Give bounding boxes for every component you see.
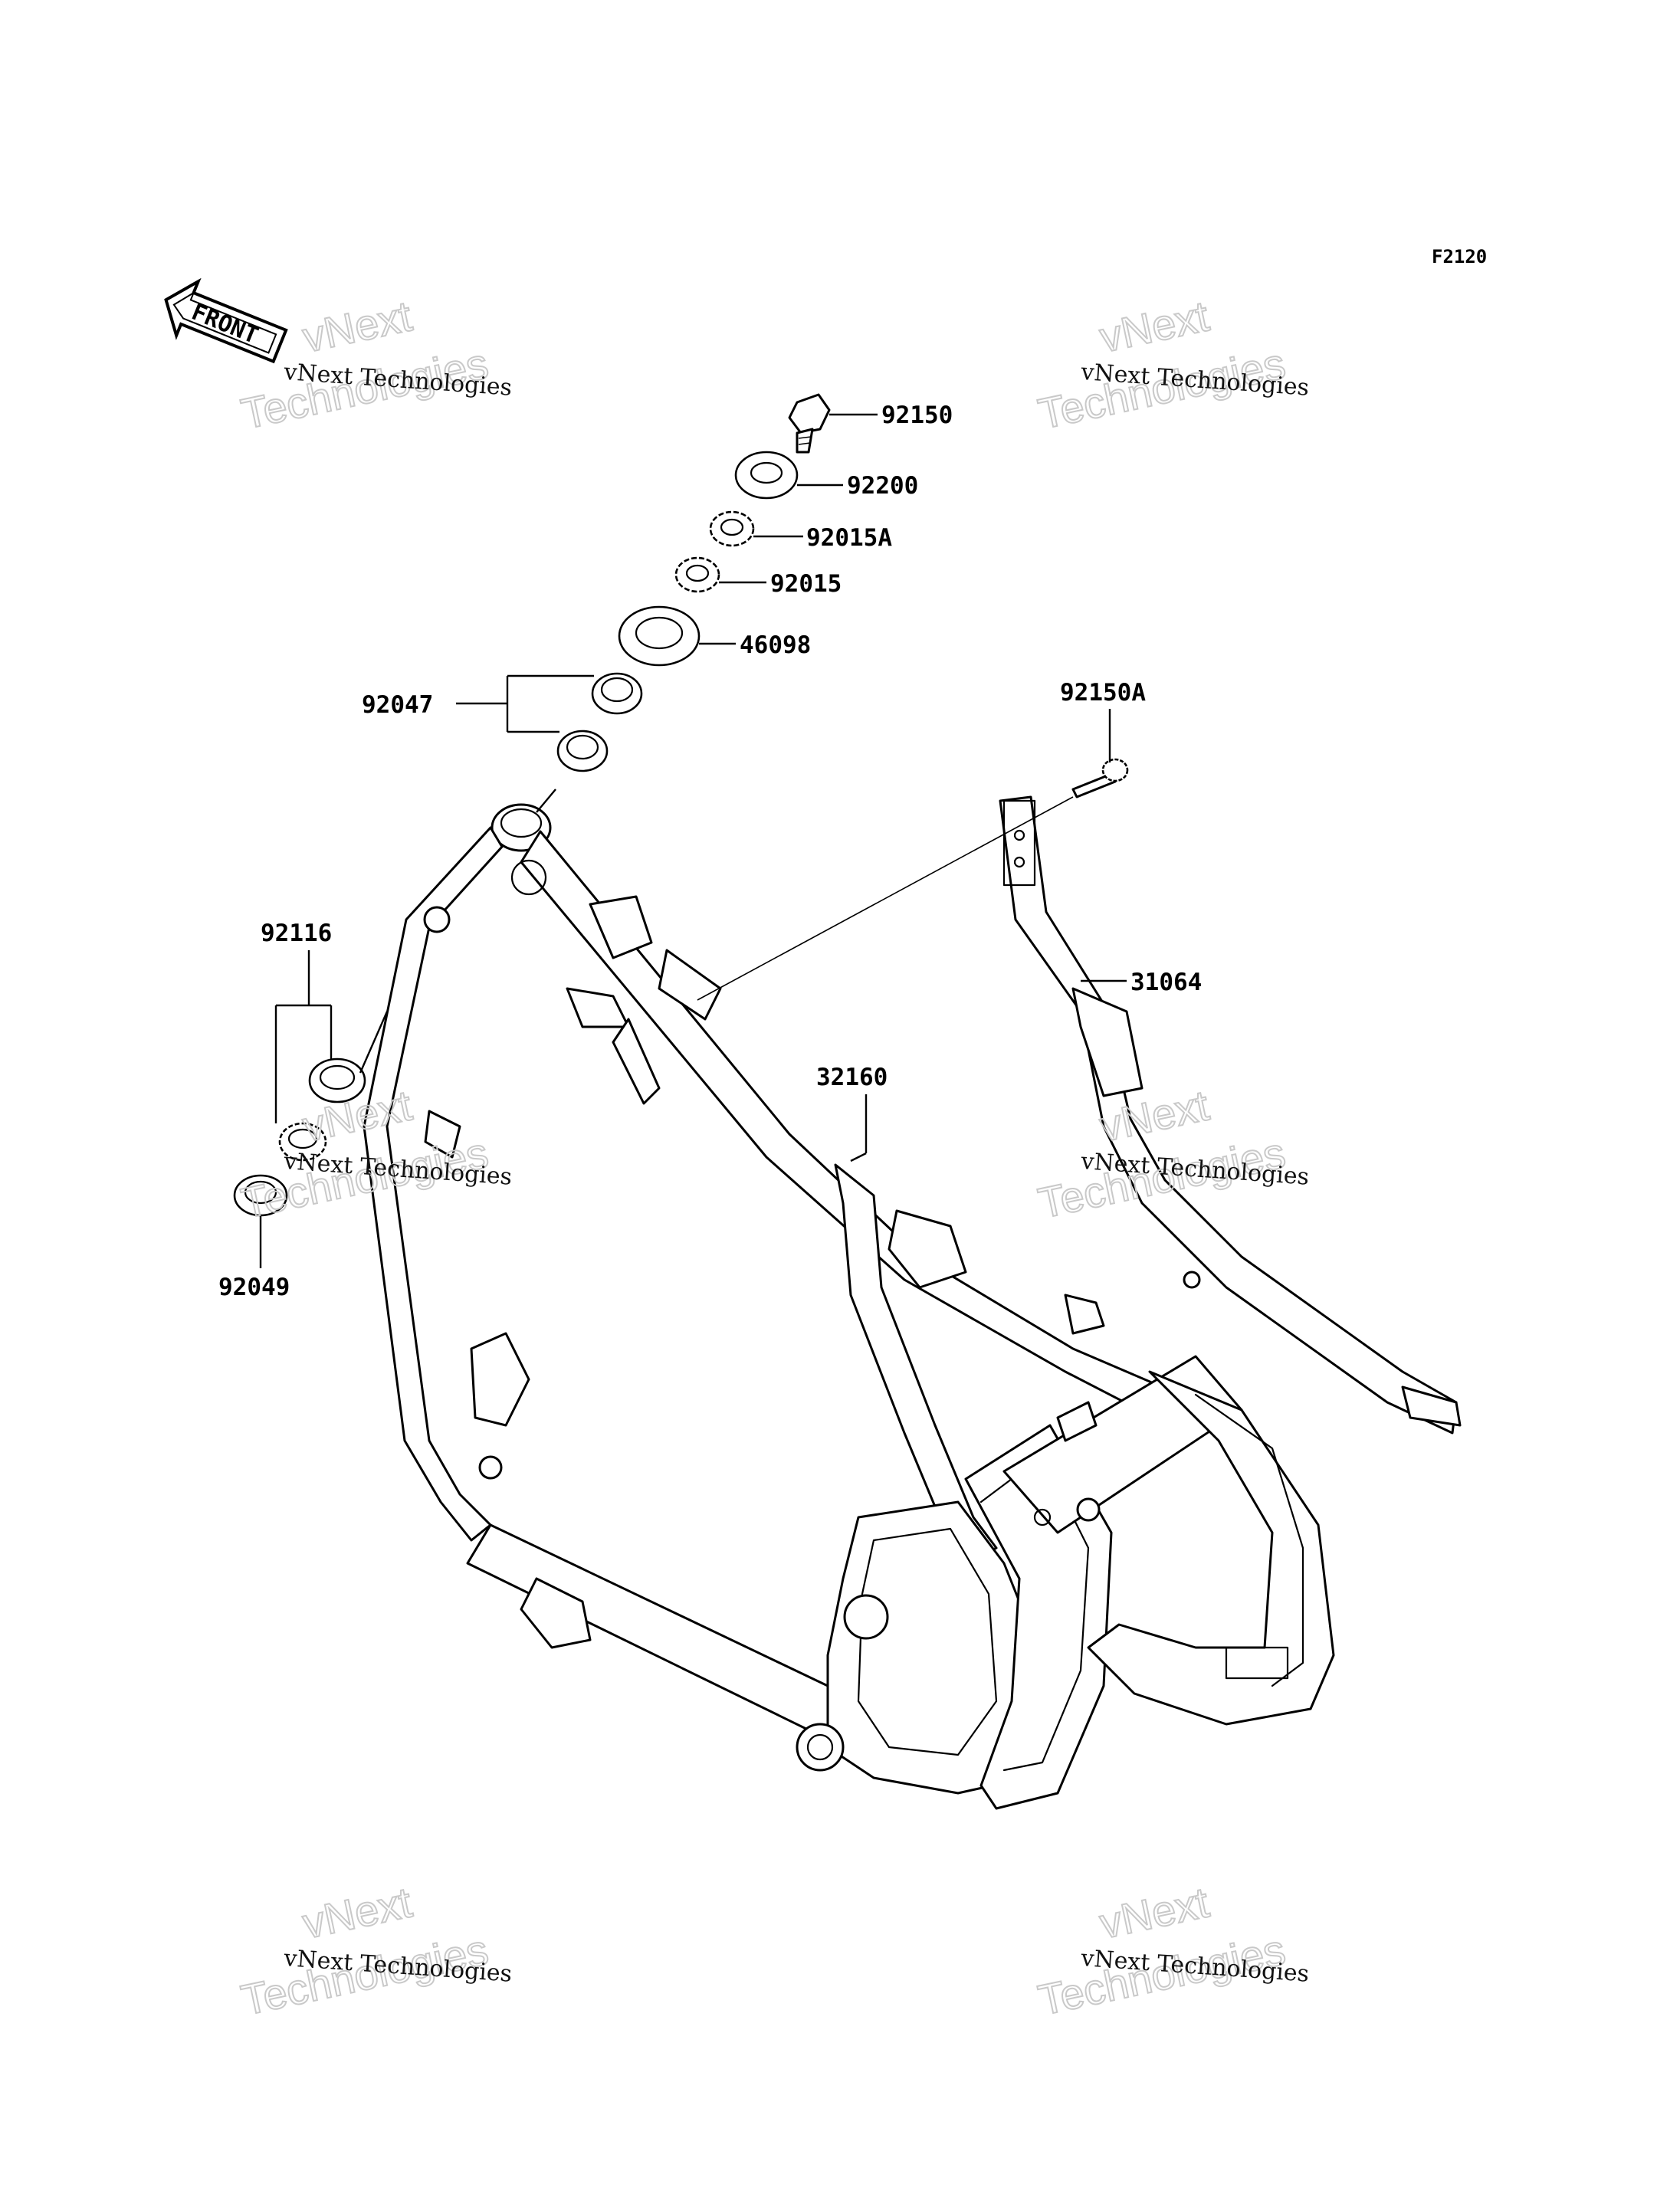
bolt-92150-drawing [788,393,831,454]
svg-text:vNext: vNext [1095,1877,1213,1947]
leader-lines [259,413,1127,1268]
watermark-bottom-left: vNext Technologies vNext Technologies [236,1877,513,2025]
part-label-31064: 31064 [1130,969,1202,996]
front-arrow-icon: FRONT [164,277,288,364]
rear-frame-drawing [999,795,1462,1435]
nut-92015-drawing [674,556,720,593]
bolt-92150A-drawing [1071,758,1129,798]
figure-code: F2120 [1432,246,1487,267]
part-label-92015: 92015 [770,570,842,598]
watermark-top-right: vNext Technologies vNext Technologies [1033,290,1310,438]
part-label-92150A: 92150A [1060,679,1146,707]
part-label-32160: 32160 [816,1064,888,1091]
seal-46098-drawing [618,605,701,667]
part-label-92200: 92200 [847,472,918,500]
bearing-92047-drawing [556,672,643,772]
part-label-92015A: 92015A [806,524,892,552]
watermark-top-left: vNext Technologies vNext Technologies [236,290,513,438]
watermark-bottom-right: vNext Technologies vNext Technologies [1033,1877,1310,2025]
washer-92200-drawing [734,451,799,500]
part-label-92116: 92116 [261,920,332,947]
part-label-92047: 92047 [362,691,433,719]
svg-text:vNext: vNext [1095,291,1213,361]
bearing-92116-drawing [278,1058,366,1162]
part-label-92150: 92150 [881,402,953,429]
svg-text:vNext: vNext [298,1877,416,1947]
nut-92015A-drawing [709,510,755,547]
frame-assembly-drawing [363,803,1335,1810]
part-labels: 92150 92200 92015A 92015 46098 92047 921… [218,402,1202,1301]
svg-text:vNext: vNext [298,291,416,361]
part-label-46098: 46098 [740,631,811,659]
part-label-92049: 92049 [218,1274,290,1301]
